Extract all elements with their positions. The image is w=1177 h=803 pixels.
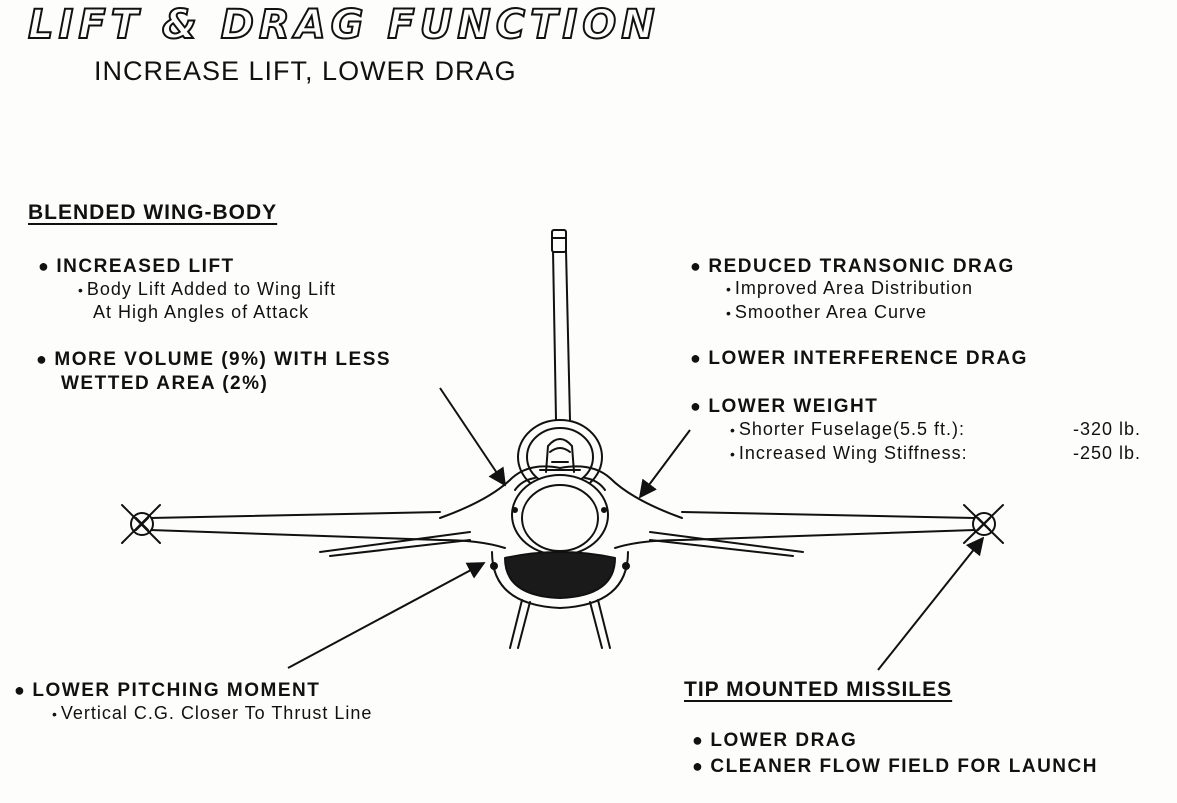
- transonic-sub-line1: Improved Area Distribution: [734, 278, 974, 298]
- weight-sub-item-2: •Increased Wing Stiffness:: [730, 441, 968, 466]
- lower-interference-drag-item: ●LOWER INTERFERENCE DRAG: [690, 346, 1028, 371]
- bullet-icon: ●: [36, 349, 49, 369]
- lower-interference-drag-label: LOWER INTERFERENCE DRAG: [708, 348, 1028, 369]
- weight-sub-label-1: Shorter Fuselage(5.5 ft.):: [738, 419, 965, 439]
- page-title: LIFT & DRAG FUNCTION: [27, 1, 660, 49]
- lower-weight-label: LOWER WEIGHT: [708, 396, 879, 417]
- lower-drag-label: LOWER DRAG: [710, 730, 858, 751]
- lift-sub-item: •Body Lift Added to Wing Lift: [78, 277, 336, 302]
- page-subtitle: INCREASE LIFT, LOWER DRAG: [94, 56, 517, 86]
- lower-pitching-moment-item: ●LOWER PITCHING MOMENT: [14, 678, 320, 703]
- reduced-transonic-drag-item: ●REDUCED TRANSONIC DRAG: [690, 254, 1015, 279]
- bullet-icon: ●: [692, 730, 705, 750]
- lift-sub-line1: Body Lift Added to Wing Lift: [86, 279, 337, 299]
- transonic-sub-line2: Smoother Area Curve: [734, 302, 927, 322]
- lower-pitching-moment-label: LOWER PITCHING MOMENT: [32, 680, 321, 701]
- weight-value-2: -250 lb.: [1072, 443, 1141, 463]
- bullet-icon: •: [730, 422, 736, 438]
- more-volume-line1: MORE VOLUME (9%) WITH LESS: [54, 349, 392, 370]
- cleaner-flow-label: CLEANER FLOW FIELD FOR LAUNCH: [710, 756, 1098, 777]
- reduced-transonic-drag-label: REDUCED TRANSONIC DRAG: [708, 256, 1015, 277]
- increased-lift-item: ●INCREASED LIFT: [38, 254, 235, 279]
- bullet-icon: ●: [690, 256, 703, 276]
- pitching-sub-label: Vertical C.G. Closer To Thrust Line: [60, 703, 373, 723]
- lift-sub-line2: At High Angles of Attack: [93, 302, 310, 322]
- lower-weight-item: ●LOWER WEIGHT: [690, 394, 878, 419]
- weight-value-1: -320 lb.: [1072, 419, 1141, 439]
- bullet-icon: •: [78, 282, 84, 298]
- transonic-sub-item-2: •Smoother Area Curve: [726, 300, 927, 325]
- bullet-icon: ●: [690, 396, 703, 416]
- bullet-icon: ●: [690, 348, 703, 368]
- increased-lift-label: INCREASED LIFT: [56, 256, 235, 277]
- bullet-icon: •: [730, 446, 736, 462]
- bullet-icon: ●: [14, 680, 27, 700]
- weight-sub-item-1: •Shorter Fuselage(5.5 ft.):: [730, 417, 965, 442]
- bullet-icon: •: [726, 305, 732, 321]
- pitching-sub-item: •Vertical C.G. Closer To Thrust Line: [52, 701, 372, 726]
- cleaner-flow-item: ●CLEANER FLOW FIELD FOR LAUNCH: [692, 754, 1098, 779]
- blended-wing-body-heading: BLENDED WING-BODY: [28, 201, 278, 224]
- bullet-icon: •: [52, 706, 58, 722]
- bullet-icon: ●: [38, 256, 51, 276]
- more-volume-item: ●MORE VOLUME (9%) WITH LESS: [36, 347, 391, 372]
- lower-drag-item: ●LOWER DRAG: [692, 728, 857, 753]
- weight-sub-label-2: Increased Wing Stiffness:: [738, 443, 968, 463]
- bullet-icon: ●: [692, 756, 705, 776]
- transonic-sub-item-1: •Improved Area Distribution: [726, 276, 973, 301]
- bullet-icon: •: [726, 281, 732, 297]
- tip-mounted-missiles-heading: TIP MOUNTED MISSILES: [684, 678, 953, 701]
- more-volume-line2: WETTED AREA (2%): [61, 373, 269, 394]
